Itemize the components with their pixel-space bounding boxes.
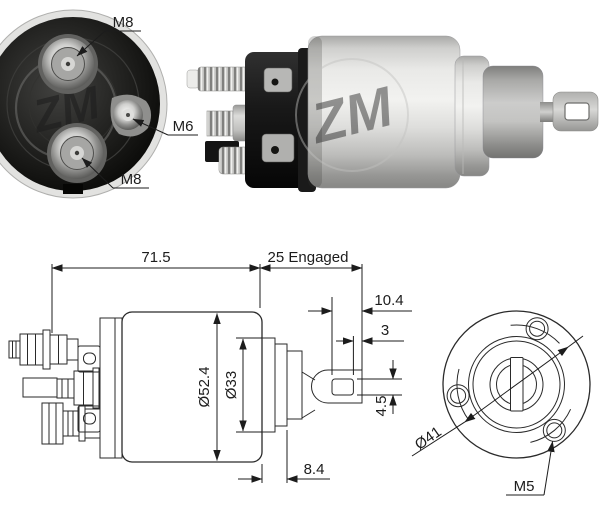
dim-engaged-travel: 25 Engaged [259,249,363,370]
dim-body-diameter: Ø52.4 [196,313,221,461]
side-body-outline [121,311,263,463]
solenoid-photo: ZM [186,35,599,192]
side-boss-and-fork [261,337,363,433]
front-view-drawing: Ø41 M5 [411,310,591,496]
dim-tip-thickness: 3 [336,322,404,375]
end-view-notch [63,184,83,194]
dim-fork-depth: 10.4 [308,292,412,375]
dim-boss-length: 8.4 [238,430,330,483]
dim-overall-length: 71.5 [51,249,261,333]
side-terminal-studs [8,329,101,445]
photo-stud-middle [206,110,236,137]
photo-stud-tip [186,69,200,89]
terminal-side-m6 [110,94,152,137]
photo-cylinder-left-shade [308,36,322,188]
leader-m8-bottom [81,157,114,189]
side-fork-outline [311,369,363,404]
label-m8-top: M8 [113,14,134,31]
photo-terminal-tab-a [263,67,293,93]
photo-tab-b-hole [271,146,279,154]
photo-fork-hole [564,102,590,121]
dim-boss-diameter: Ø33 [223,337,262,433]
photo-tab-a-hole [271,78,279,86]
dim-boss-length-text: 8.4 [304,461,325,478]
end-view-photo: ZM M8 M6 M8 [0,9,198,199]
dim-bolt-circle-text: Ø41 [412,423,445,453]
dim-fork-depth-text: 10.4 [374,292,403,309]
end-view-callouts: M8 M6 M8 [76,14,198,189]
dim-slot-height: 4.5 [357,360,402,416]
leader-m8-top [76,30,106,57]
side-view-drawing: 71.5 25 Engaged 10.4 3 Ø52.4 [8,249,412,483]
label-m5: M5 [514,478,535,495]
terminal-top-m8 [38,34,98,94]
dim-body-diameter-text: Ø52.4 [196,367,213,408]
dim-bolt-circle: Ø41 [411,335,584,457]
side-fork-slot [331,378,354,396]
dim-boss-diameter-text: Ø33 [223,371,240,399]
photo-small-cylinder [482,65,544,159]
leader-m6 [132,118,169,136]
callout-m5: M5 [506,440,555,496]
leader-m5 [543,440,555,496]
label-m6: M6 [173,118,194,135]
label-m8-bottom: M8 [121,171,142,188]
front-mount-holes [446,317,566,442]
dim-overall-length-text: 71.5 [141,249,170,266]
dim-engaged-travel-text: 25 Engaged [268,249,349,266]
front-outer-circle [442,310,591,459]
photo-plunger-rod [540,102,556,122]
watermark-circle-photo [295,58,409,172]
dim-slot-height-text: 4.5 [373,396,390,417]
side-cap-plate [77,317,123,459]
dim-tip-thickness-text: 3 [381,322,389,339]
